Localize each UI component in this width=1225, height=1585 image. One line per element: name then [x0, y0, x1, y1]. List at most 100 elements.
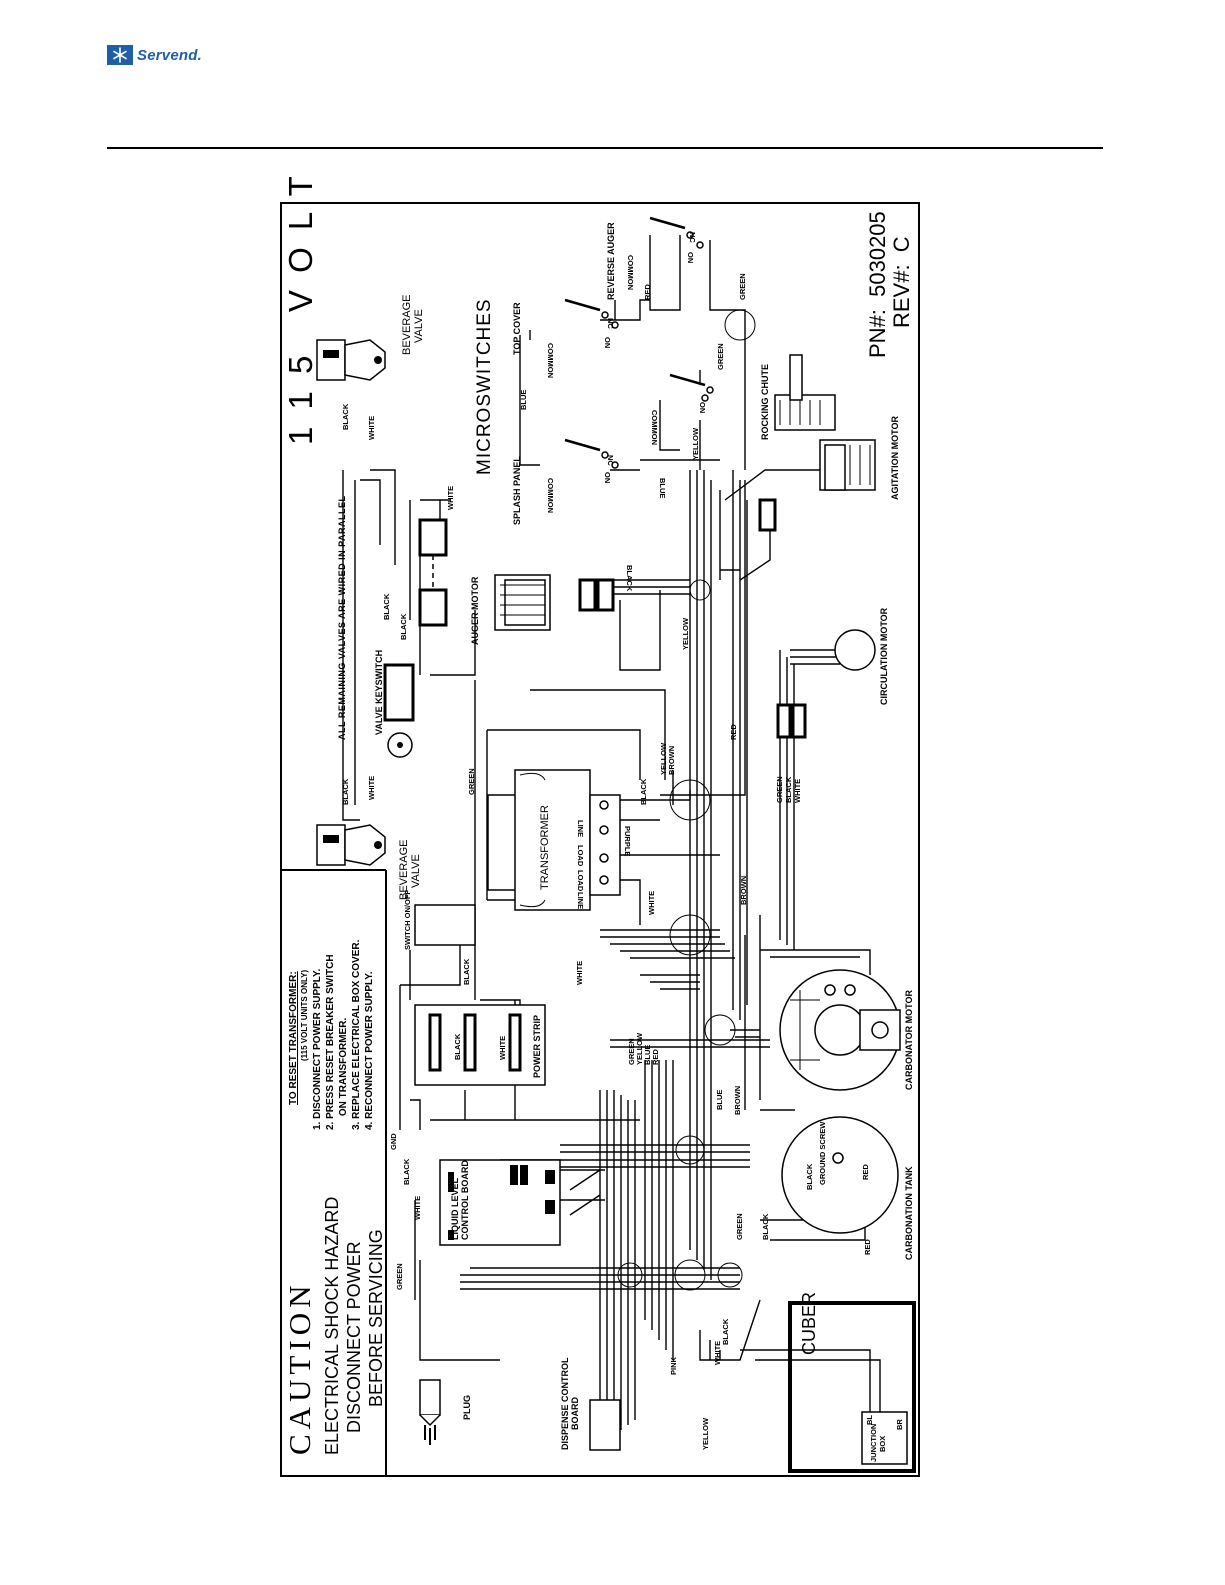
svg-text:RED: RED — [729, 724, 738, 740]
carbonator-motor-label: CARBONATOR MOTOR — [904, 990, 914, 1090]
circulation-motor — [834, 629, 876, 671]
svg-text:BLACK: BLACK — [341, 778, 350, 805]
valve-keyswitch-label: VALVE KEYSWITCH — [374, 650, 384, 735]
svg-text:BL: BL — [865, 1415, 874, 1425]
cuber-label: CUBER — [799, 1292, 819, 1355]
svg-text:BLUE: BLUE — [658, 478, 667, 498]
microswitch-rocking — [669, 373, 714, 402]
plug — [419, 1379, 441, 1445]
svg-text:YELLOW: YELLOW — [635, 1032, 644, 1065]
svg-text:BLACK: BLACK — [341, 403, 350, 430]
svg-text:JUNCTION: JUNCTION — [869, 1424, 878, 1462]
svg-text:WHITE: WHITE — [413, 1196, 422, 1220]
svg-text:VALVE: VALVE — [410, 854, 422, 888]
svg-text:LINE: LINE — [576, 820, 585, 837]
connector-circulation-a — [776, 703, 792, 739]
auger-motor-label: AUGER MOTOR — [470, 576, 480, 645]
svg-text:RED: RED — [861, 1164, 870, 1180]
svg-text:LOAD: LOAD — [576, 870, 585, 892]
diagram-frame — [280, 202, 920, 1477]
svg-text:WHITE: WHITE — [498, 1036, 507, 1060]
svg-text:BLUE: BLUE — [643, 1045, 652, 1065]
reset-heading: TO RESET TRANSFORMER: — [288, 971, 299, 1105]
svg-text:BLACK: BLACK — [399, 613, 408, 640]
svg-text:NC: NC — [688, 232, 697, 243]
svg-text:LIQUID LEVEL: LIQUID LEVEL — [450, 1177, 460, 1240]
caution-block: CAUTION ELECTRICAL SHOCK HAZARD DISCONNE… — [282, 1197, 386, 1455]
wire-crossovers — [617, 309, 756, 1291]
auger-motor — [494, 574, 615, 631]
svg-text:VALVE: VALVE — [413, 309, 425, 343]
agitation-motor — [819, 439, 876, 491]
plug-label: PLUG — [462, 1395, 472, 1420]
svg-text:PURPLE: PURPLE — [623, 826, 632, 856]
svg-text:BLACK: BLACK — [721, 1318, 730, 1345]
revision: REV#: C — [889, 236, 914, 328]
svg-text:GREEN: GREEN — [395, 1263, 404, 1290]
servend-logo: Servend. — [107, 45, 202, 65]
microswitch-reverse-auger — [649, 216, 704, 249]
connector-circulation-b — [791, 703, 807, 739]
microswitches-label: MICROSWITCHES — [474, 298, 495, 475]
svg-text:BROWN: BROWN — [739, 876, 748, 905]
microswitch-splash-panel — [564, 438, 619, 469]
svg-text:PINK: PINK — [669, 1356, 678, 1375]
reset-step-1: 1. DISCONNECT POWER SUPPLY. — [312, 968, 323, 1130]
svg-text:COMMON: COMMON — [650, 410, 659, 445]
svg-text:BLUE: BLUE — [715, 1090, 724, 1110]
valves-parallel-note: ALL REMAINING VALVES ARE WIRED IN PARALL… — [337, 495, 347, 740]
svg-text:WHITE: WHITE — [446, 486, 455, 510]
transformer-label: TRANSFORMER — [539, 805, 551, 890]
svg-text:LOAD: LOAD — [576, 845, 585, 867]
switch-on-off — [414, 904, 476, 946]
svg-text:WHITE: WHITE — [793, 779, 802, 803]
cuber — [788, 1301, 916, 1473]
connector-valve-a — [418, 518, 448, 557]
svg-text:CONTROL BOARD: CONTROL BOARD — [460, 1160, 470, 1240]
svg-text:COMMON: COMMON — [626, 255, 635, 290]
svg-text:BROWN: BROWN — [733, 1086, 742, 1115]
circulation-motor-label: CIRCULATION MOTOR — [879, 607, 889, 705]
svg-text:ON: ON — [603, 337, 612, 348]
svg-text:BLACK: BLACK — [805, 1163, 814, 1190]
svg-text:GREEN: GREEN — [775, 776, 784, 803]
carbonation-tank-label: CARBONATION TANK — [904, 1166, 914, 1260]
svg-text:BLACK: BLACK — [402, 1158, 411, 1185]
svg-text:YELLOW: YELLOW — [681, 617, 690, 650]
beverage-valve-top — [316, 339, 386, 381]
svg-text:WHITE: WHITE — [367, 776, 376, 800]
svg-text:WHITE: WHITE — [713, 1341, 722, 1365]
svg-text:GREEN: GREEN — [627, 1038, 636, 1065]
svg-text:ALL REMAINING VALVES ARE WIRED: ALL REMAINING VALVES ARE WIRED IN PARALL… — [337, 495, 347, 740]
svg-text:BLUE: BLUE — [519, 390, 528, 410]
svg-text:COMMON: COMMON — [546, 478, 555, 513]
caution-line-2: DISCONNECT POWER — [344, 1241, 364, 1433]
gnd-label: GND — [389, 1133, 398, 1150]
svg-text:BLACK: BLACK — [382, 593, 391, 620]
voltage-title: 1 1 5 V O L T — [282, 172, 319, 445]
reset-instructions: TO RESET TRANSFORMER: (115 VOLT UNITS ON… — [288, 939, 375, 1130]
svg-text:BLACK: BLACK — [625, 565, 634, 592]
svg-text:BOARD: BOARD — [570, 1397, 580, 1430]
reset-sub: (115 VOLT UNITS ONLY) — [300, 970, 309, 1061]
svg-text:GREEN: GREEN — [738, 273, 747, 300]
wire-labels: BLACK WHITE BLACK WHITE BLACK BLACK WHIT… — [341, 273, 872, 1450]
connector-valve-b — [418, 588, 448, 627]
reset-step-3: 3. REPLACE ELECTRICAL BOX COVER. — [351, 939, 362, 1130]
transformer — [487, 769, 621, 911]
reverse-auger-label: REVERSE AUGER — [606, 222, 616, 300]
splash-panel-label: SPLASH PANEL — [512, 456, 522, 525]
brand-name: Servend. — [137, 46, 202, 64]
beverage-valve-bottom — [316, 824, 386, 866]
svg-text:BLACK: BLACK — [453, 1033, 462, 1060]
svg-text:DISPENSE CONTROL: DISPENSE CONTROL — [560, 1357, 570, 1450]
svg-text:BROWN: BROWN — [667, 746, 676, 775]
svg-text:ON: ON — [686, 252, 695, 263]
svg-text:NC: NC — [606, 455, 615, 466]
caution-heading: CAUTION — [282, 1281, 317, 1456]
rocking-chute — [774, 354, 836, 431]
svg-text:ON: ON — [603, 472, 612, 483]
junction-box — [861, 1411, 908, 1465]
svg-text:RED: RED — [643, 284, 652, 300]
svg-text:GREEN: GREEN — [716, 343, 725, 370]
